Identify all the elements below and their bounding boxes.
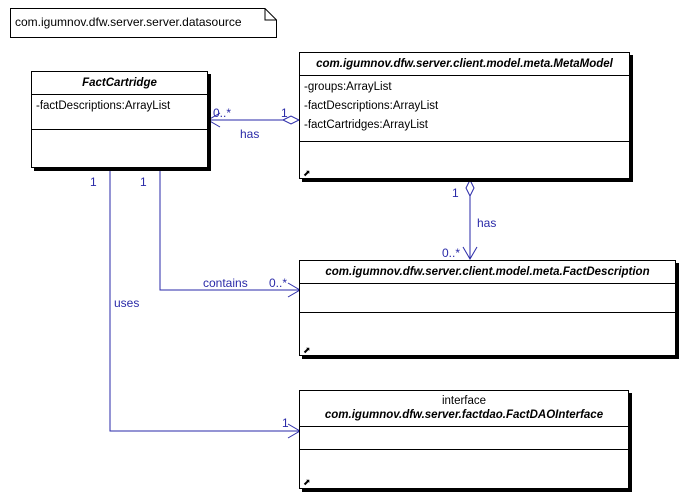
open-arrowhead-factcartridge: [207, 112, 221, 128]
class-fact-cartridge[interactable]: FactCartridge -factDescriptions:ArrayLis…: [31, 71, 208, 168]
operations-compartment: ⬈: [300, 450, 628, 488]
package-name: com.igumnov.dfw.server.server.datasource: [15, 15, 242, 29]
class-name: FactCartridge: [32, 72, 207, 95]
note-shape: [10, 8, 277, 38]
interface-name: com.igumnov.dfw.server.factdao.FactDAOIn…: [324, 409, 604, 421]
aggregation-diamond-metamodel-bottom: [465, 178, 475, 198]
attribute: -factDescriptions:ArrayList: [36, 100, 171, 112]
attribute: -groups:ArrayList: [304, 81, 392, 93]
assoc-label-has: has: [477, 216, 497, 230]
attributes-compartment: -groups:ArrayList -factDescriptions:Arra…: [300, 76, 629, 142]
class-fact-description[interactable]: com.igumnov.dfw.server.client.model.meta…: [299, 260, 676, 356]
mult-label: 1: [140, 175, 147, 189]
attribute: -factDescriptions:ArrayList: [304, 100, 439, 112]
assoc-line-uses: [109, 168, 300, 432]
resize-corner-icon: ⬈: [303, 168, 311, 178]
interface-fact-dao[interactable]: interface com.igumnov.dfw.server.factdao…: [299, 390, 629, 489]
mult-label: 1: [90, 175, 97, 189]
attributes-compartment: -factDescriptions:ArrayList: [32, 95, 207, 130]
open-arrowhead-factdescription-top: [462, 246, 478, 260]
attributes-compartment: [300, 427, 628, 450]
assoc-line-contains: [159, 168, 300, 291]
assoc-label-uses: uses: [114, 296, 140, 310]
mult-label: 1: [281, 106, 288, 120]
class-name: com.igumnov.dfw.server.client.model.meta…: [300, 261, 675, 284]
stereotype-label: interface: [441, 395, 487, 407]
resize-corner-icon: ⬈: [303, 345, 311, 355]
operations-compartment: ⬈: [300, 313, 675, 356]
mult-label: 0..*: [213, 106, 232, 120]
attributes-compartment: [300, 284, 675, 313]
resize-corner-icon: ⬈: [303, 477, 311, 487]
mult-label: 0..*: [442, 246, 461, 260]
mult-label: 1: [282, 416, 289, 430]
mult-label: 1: [452, 186, 459, 200]
interface-header: interface com.igumnov.dfw.server.factdao…: [300, 391, 628, 427]
class-meta-model[interactable]: com.igumnov.dfw.server.client.model.meta…: [299, 52, 630, 179]
mult-label: 0..*: [269, 276, 288, 290]
attribute: -factCartridges:ArrayList: [304, 119, 428, 131]
class-name: com.igumnov.dfw.server.client.model.meta…: [300, 53, 629, 76]
package-note: com.igumnov.dfw.server.server.datasource: [10, 8, 277, 38]
assoc-label-contains: contains: [203, 276, 248, 290]
operations-compartment: ⬈: [300, 142, 629, 179]
operations-compartment: [32, 130, 207, 168]
assoc-label-has: has: [240, 127, 260, 141]
